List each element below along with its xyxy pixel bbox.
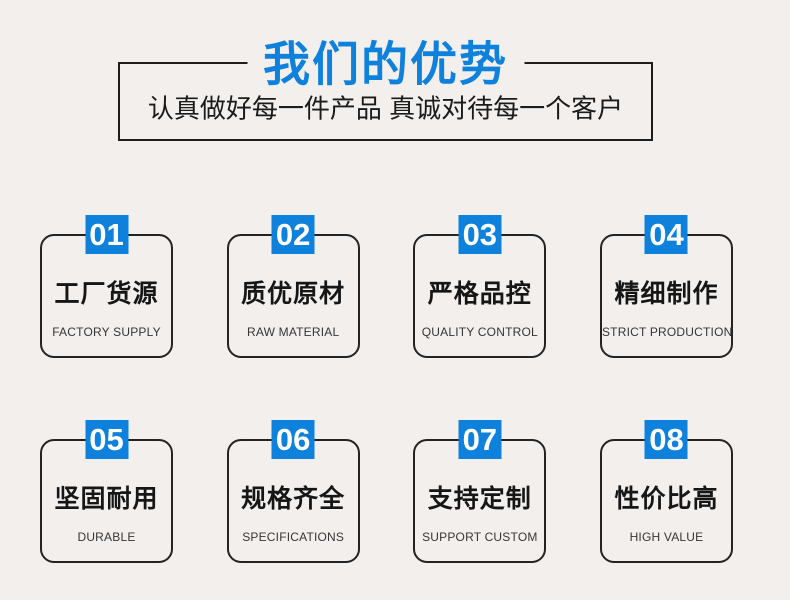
advantage-card-4: 04 精细制作 STRICT PRODUCTION [599, 215, 733, 358]
card-title-cn: 工厂货源 [54, 280, 159, 308]
page-subtitle: 认真做好每一件产品 真诚对待每一个客户 [147, 93, 624, 123]
advantage-card-3: 03 严格品控 QUALITY CONTROL [413, 215, 547, 358]
advantage-card-8: 08 性价比高 HIGH VALUE [599, 420, 733, 563]
card-title-cn: 精细制作 [614, 280, 719, 308]
card-title-cn: 严格品控 [427, 280, 532, 308]
card-subtitle-en: STRICT PRODUCTION [601, 324, 733, 339]
card-subtitle-en: RAW MATERIAL [246, 324, 340, 339]
number-badge: 08 [644, 420, 688, 459]
number-badge: 01 [85, 215, 128, 254]
card-subtitle-en: SPECIFICATIONS [242, 529, 345, 544]
number-badge: 06 [271, 420, 315, 459]
card-title-cn: 规格齐全 [241, 485, 346, 513]
number-badge: 02 [271, 215, 315, 254]
card-subtitle-en: QUALITY CONTROL [421, 324, 538, 339]
card-title-cn: 质优原材 [241, 280, 346, 308]
card-subtitle-en: DURABLE [77, 529, 136, 544]
card-title-cn: 坚固耐用 [54, 485, 159, 513]
advantages-row-1: 01 工厂货源 FACTORY SUPPLY 02 质优原材 RAW MATER… [40, 215, 733, 358]
number-badge: 07 [458, 420, 502, 459]
card-subtitle-en: HIGH VALUE [629, 529, 704, 544]
advantage-card-6: 06 规格齐全 SPECIFICATIONS [226, 420, 360, 563]
page-title: 我们的优势 [247, 39, 524, 89]
card-subtitle-en: SUPPORT CUSTOM [422, 529, 538, 544]
header-frame: 我们的优势 认真做好每一件产品 真诚对待每一个客户 [118, 39, 653, 141]
card-subtitle-en: FACTORY SUPPLY [52, 324, 161, 339]
advantage-card-5: 05 坚固耐用 DURABLE [40, 420, 173, 563]
card-title-cn: 支持定制 [427, 485, 532, 513]
number-badge: 04 [644, 215, 688, 254]
advantage-card-7: 07 支持定制 SUPPORT CUSTOM [413, 420, 547, 563]
advantage-card-1: 01 工厂货源 FACTORY SUPPLY [40, 215, 173, 358]
advantage-card-2: 02 质优原材 RAW MATERIAL [226, 215, 360, 358]
card-title-cn: 性价比高 [614, 485, 719, 513]
number-badge: 05 [85, 420, 128, 459]
advantages-row-2: 05 坚固耐用 DURABLE 06 规格齐全 SPECIFICATIONS 0… [40, 420, 733, 563]
number-badge: 03 [458, 215, 502, 254]
